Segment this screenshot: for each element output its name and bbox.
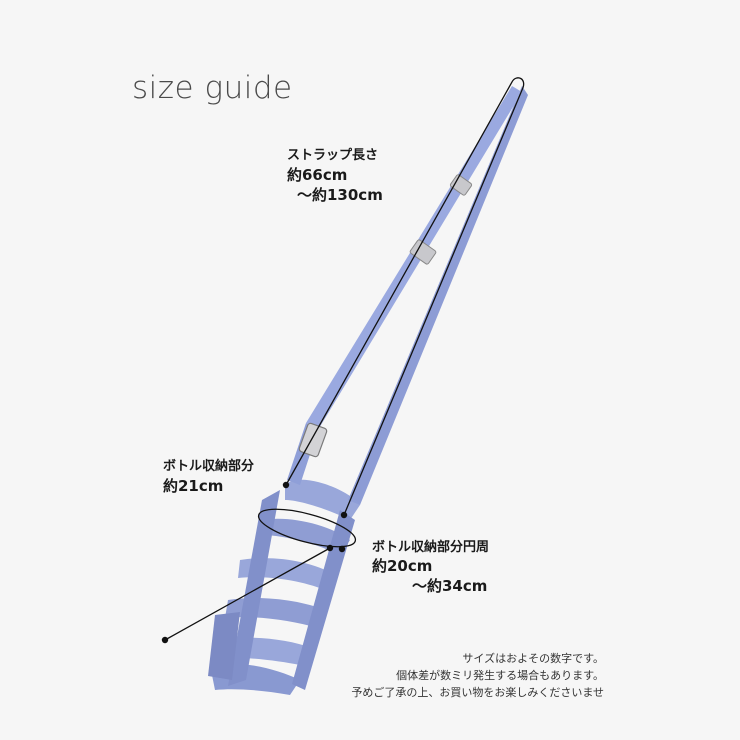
strap-length-min: 約66cm (287, 166, 348, 184)
strap-back-band (348, 86, 528, 505)
bottle-holder (208, 479, 360, 695)
circumference-measure-dot (338, 545, 346, 553)
circumference-measure-ellipse (257, 508, 357, 548)
strap-length-label: ストラップ長さ (287, 148, 379, 163)
strap-measure-dot-b (340, 511, 348, 519)
strap-buckle (298, 422, 328, 458)
circumference-label: ボトル収納部分円周 (372, 540, 490, 555)
size-disclaimer: サイズはおよその数字です。 個体差が数ミリ発生する場合もあります。 予めご了承の… (351, 650, 604, 701)
bottle-length-measure-line (164, 547, 331, 641)
note-line: 個体差が数ミリ発生する場合もあります。 (396, 669, 604, 682)
note-line: サイズはおよその数字です。 (462, 652, 604, 665)
strap-measure-dot-a (282, 481, 290, 489)
strap-length-measure-line (285, 77, 525, 516)
strap-adjuster-middle (409, 239, 437, 265)
bottle-holder-length-label: ボトル収納部分 (163, 459, 255, 474)
note-line: 予めご了承の上、お買い物をお楽しみくださいませ (351, 686, 604, 699)
page-title: size guide (132, 70, 293, 106)
circumference-max: ～約34cm (412, 577, 488, 595)
bottle-measure-dot-a (161, 636, 169, 644)
circumference-min: 約20cm (372, 557, 433, 575)
strap-length-max: ～約130cm (297, 186, 383, 204)
strap-adjuster-upper (449, 174, 473, 196)
bottle-holder-length-value: 約21cm (163, 477, 224, 495)
